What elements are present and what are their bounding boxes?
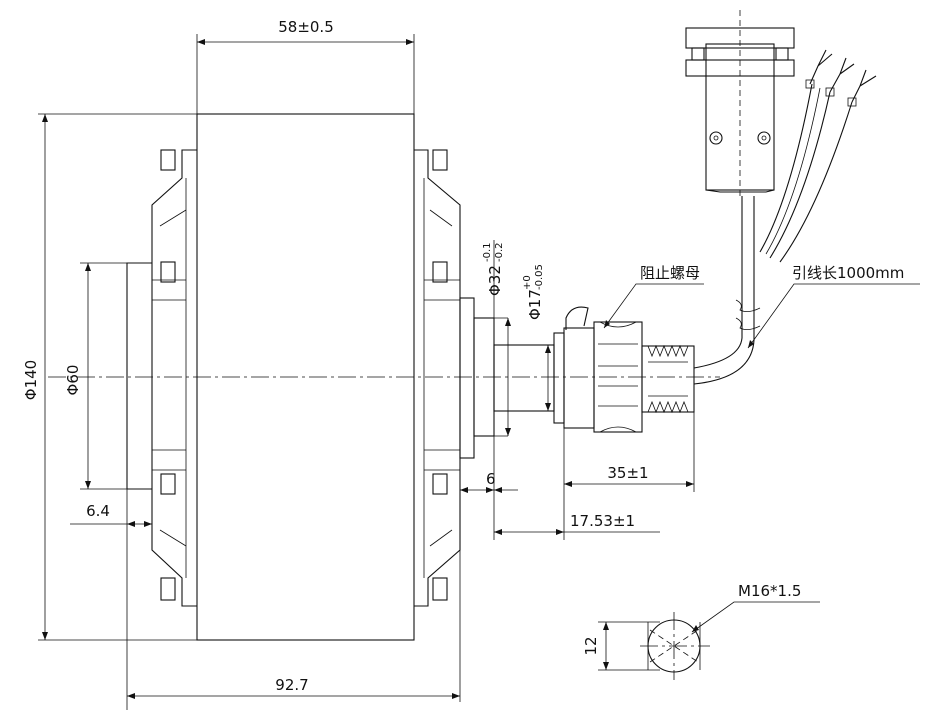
dim-width-58: 58±0.5 <box>278 18 334 36</box>
hub-ring <box>459 297 475 459</box>
dim-length-35: 35±1 <box>607 464 648 482</box>
motor-body <box>126 113 695 641</box>
bolt <box>432 149 448 171</box>
dim-offset-6-4: 6.4 <box>86 502 110 520</box>
dim-thread-m16: M16*1.5 <box>738 582 801 600</box>
dim-step-6: 6 <box>486 470 496 488</box>
fork-terminal <box>851 69 877 103</box>
dim-dia-32-tol-lower: -0.2 <box>494 242 505 262</box>
bolt <box>432 261 448 283</box>
dim-dia-17-tol-upper: +0 <box>522 275 533 290</box>
bolt <box>432 577 448 601</box>
bolt <box>160 473 176 495</box>
washer-ring <box>563 327 595 429</box>
dim-length-92-7: 92.7 <box>275 676 308 694</box>
dimension-lines <box>38 34 920 710</box>
dim-length-17-53: 17.53±1 <box>570 512 635 530</box>
dim-dia-32: Φ32 <box>486 265 504 296</box>
label-lock-nut: 阻止螺母 <box>640 264 700 282</box>
bolt <box>160 577 176 601</box>
dim-dia-140: Φ140 <box>22 360 40 400</box>
dim-dia-17: Φ17 <box>526 289 544 320</box>
threaded-shaft <box>641 344 695 414</box>
bolt <box>160 149 176 171</box>
fork-terminal <box>829 57 855 93</box>
shaft <box>493 344 555 412</box>
fork-terminal <box>809 49 833 85</box>
label-lead-length: 引线长1000mm <box>792 264 904 282</box>
cable <box>693 196 743 369</box>
dim-dia-17-tol-lower: -0.05 <box>534 264 545 290</box>
bolt <box>432 473 448 495</box>
dim-dia-32-tol-upper: -0.1 <box>482 242 493 262</box>
dim-flat-12: 12 <box>582 636 600 655</box>
dim-dia-60: Φ60 <box>64 365 82 396</box>
washer <box>553 332 565 424</box>
thread-section-detail <box>598 601 820 680</box>
cable-assembly <box>685 10 877 385</box>
bolt <box>160 261 176 283</box>
